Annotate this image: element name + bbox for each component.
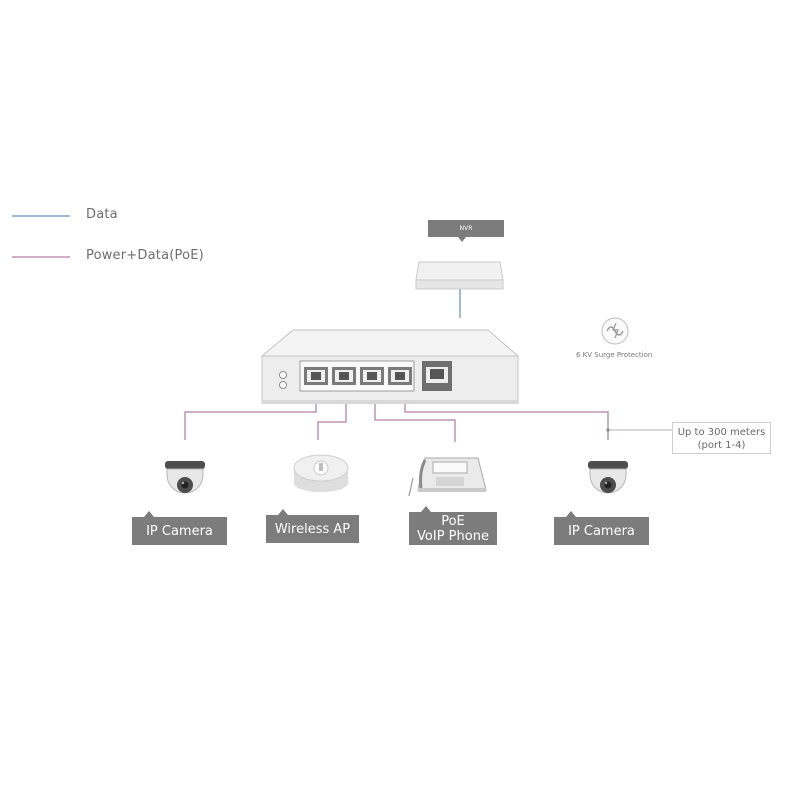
dome-camera-icon [588, 461, 628, 494]
surge-protection-label: 6 KV Surge Protection [576, 351, 653, 359]
voip-phone-icon [408, 457, 487, 497]
ethernet-port-icon [388, 367, 412, 385]
callout-line-2: (port 1-4) [697, 440, 746, 451]
ethernet-port-icon [332, 367, 356, 385]
status-led [279, 371, 287, 379]
dome-camera-icon [165, 461, 205, 494]
uplink-port-icon [422, 361, 452, 391]
device-label-wireless-ap: Wireless AP [266, 509, 359, 543]
poe-line-wireless-ap [317, 404, 347, 440]
callout-line-1: Up to 300 meters [677, 427, 766, 438]
nvr-device [415, 261, 504, 290]
ethernet-port-icon [304, 367, 328, 385]
device-label-ip-camera-right: IP Camera [554, 511, 649, 545]
ethernet-port-icon [360, 367, 384, 385]
surge-protection-icon [601, 317, 629, 345]
nvr-label: NVR [428, 220, 504, 242]
legend-poe-label: Power+Data(PoE) [86, 248, 204, 263]
device-label-ip-camera-left: IP Camera [132, 511, 227, 545]
distance-callout: Up to 300 meters (port 1-4) [672, 422, 771, 454]
poe-line-camera-right [404, 404, 609, 440]
poe-line-camera-left [184, 404, 317, 440]
poe-switch [260, 329, 520, 404]
legend-data-label: Data [86, 207, 118, 222]
status-led [279, 381, 287, 389]
poe-line-voip-phone [374, 404, 456, 442]
poe-connection-lines [184, 404, 609, 442]
device-label-voip-phone: PoE VoIP Phone [409, 506, 497, 545]
wireless-ap-icon [293, 454, 349, 492]
